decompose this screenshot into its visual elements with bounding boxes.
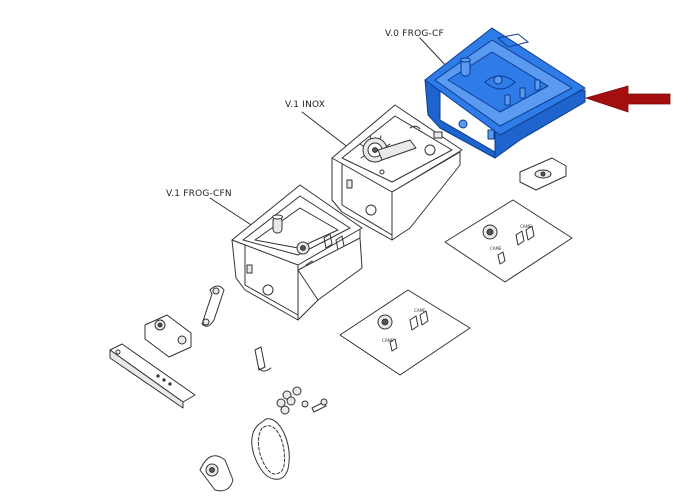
part-pin — [254, 346, 272, 372]
plate-center-text-top: CAME — [414, 308, 426, 313]
red-pointer-arrow-icon — [584, 85, 671, 113]
plate-center-text-side: CAME — [382, 338, 394, 343]
box-v0-frog-cf[interactable] — [424, 27, 586, 159]
part-bent-link — [201, 285, 225, 327]
box-v1-frog-cfn[interactable] — [231, 184, 363, 321]
leader-v0 — [419, 37, 449, 69]
part-sprocket-arm — [199, 455, 234, 492]
plate-right-text-side: CAME — [490, 246, 502, 251]
label-v1-inox: V.1 INOX — [285, 100, 326, 110]
label-v1-frog-cfn: V.1 FROG-CFN — [166, 189, 232, 199]
box-v1-inox[interactable] — [331, 104, 463, 241]
part-flat-bar — [109, 343, 196, 409]
label-v0-frog-cf: V.0 FROG-CF — [385, 29, 444, 39]
plate-right-text-top: CAME — [520, 224, 532, 229]
plate-center: CAME CAME — [339, 289, 471, 376]
part-small-plate — [519, 157, 567, 191]
part-chain — [251, 418, 290, 480]
part-fasteners — [276, 386, 328, 415]
plate-right: CAME CAME — [444, 199, 573, 283]
part-lever-arm — [144, 314, 192, 358]
